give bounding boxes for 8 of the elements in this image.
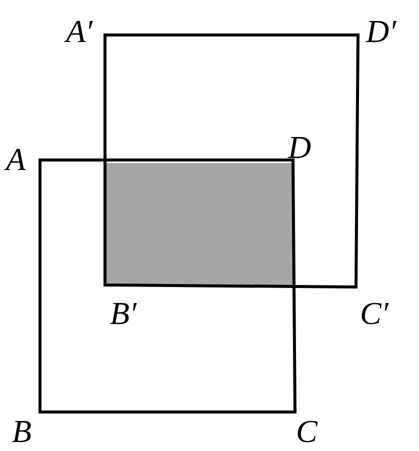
vertex-label: A′ (66, 14, 93, 48)
vertex-label: D (288, 130, 312, 164)
vertex-label: C′ (360, 296, 388, 330)
vertex-label: B (12, 414, 32, 448)
vertex-label: A (6, 142, 26, 176)
vertex-label: C (296, 414, 318, 448)
vertex-label: B′ (110, 296, 137, 330)
vertex-label: D′ (366, 14, 396, 48)
